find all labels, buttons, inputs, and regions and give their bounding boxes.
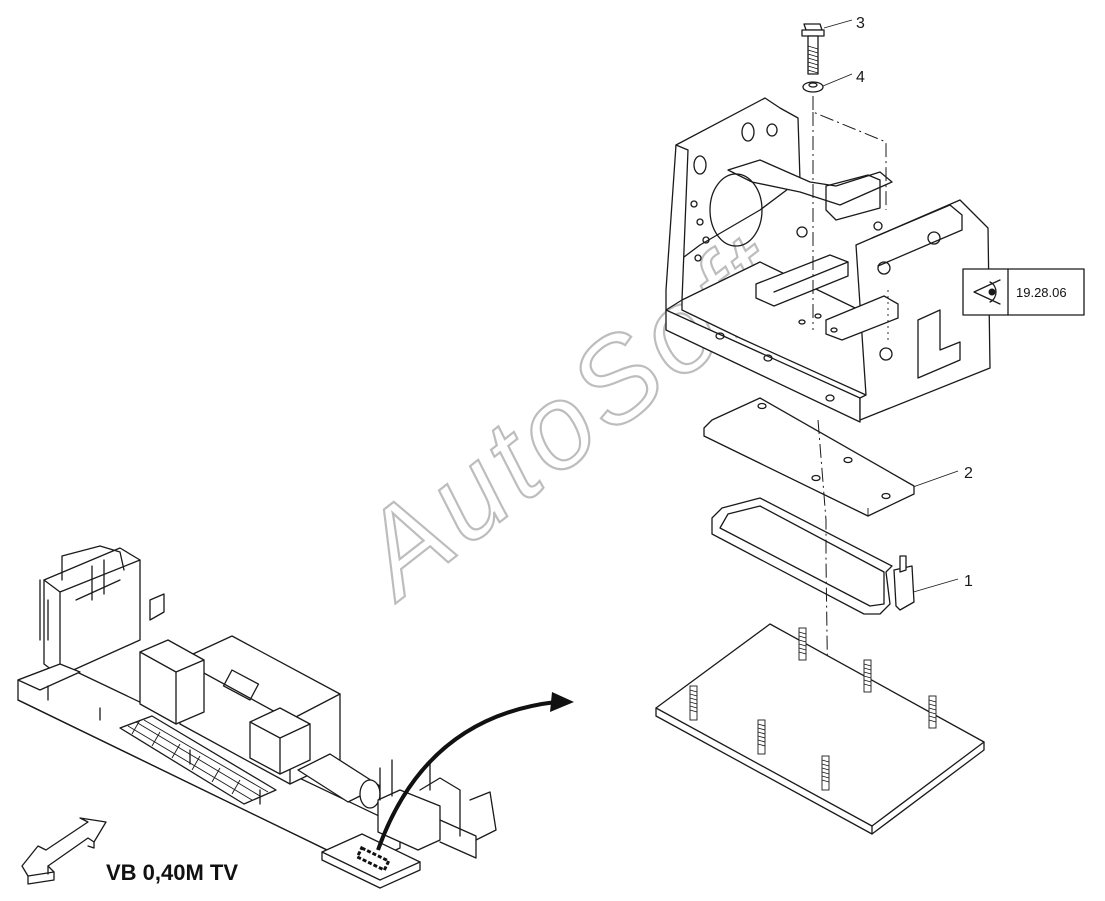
washer-part-4 — [802, 81, 824, 93]
callout-leaders — [822, 19, 959, 594]
callout-2: 2 — [964, 465, 973, 482]
callout-3: 3 — [856, 15, 865, 32]
reference-box: 19.28.06 — [962, 268, 1085, 316]
housing-frame — [665, 97, 991, 423]
model-label: VB 0,40M TV — [106, 860, 238, 885]
curved-indicator-arrow — [376, 692, 574, 851]
base-plate — [655, 623, 985, 835]
arrow-outline-icon — [21, 817, 107, 885]
callout-1: 1 — [964, 573, 973, 590]
bolt-part-3 — [801, 23, 825, 75]
gasket-part-2 — [703, 397, 915, 517]
assembly-axis — [812, 96, 887, 711]
machine-overview — [17, 545, 497, 889]
heater-part-1 — [711, 497, 915, 615]
callout-4: 4 — [856, 69, 865, 86]
reference-code: 19.28.06 — [1016, 285, 1067, 300]
eye-icon — [973, 279, 1001, 305]
